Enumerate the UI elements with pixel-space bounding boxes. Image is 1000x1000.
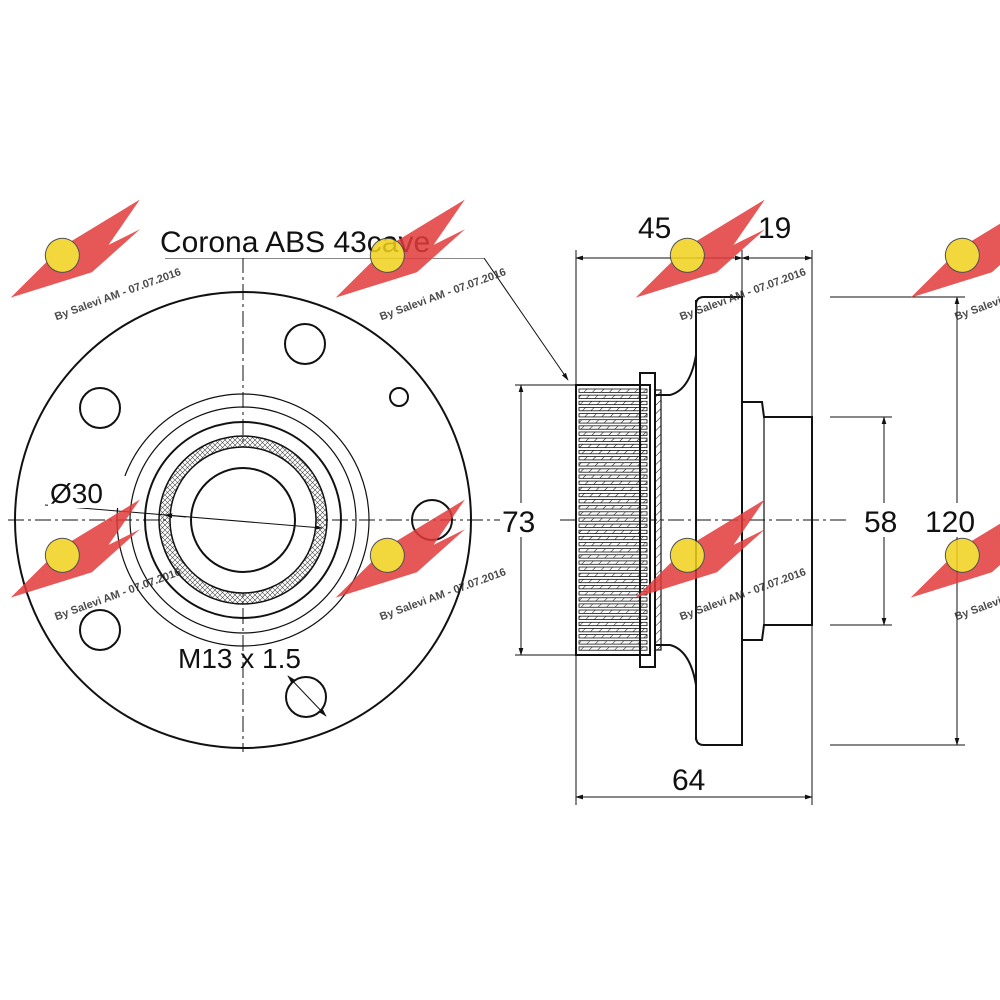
watermark-logo: By Salevi AM - 07.07.2016 (10, 199, 183, 323)
abs-tooth (578, 480, 648, 485)
watermark-badge (944, 237, 980, 273)
abs-tooth (578, 640, 648, 645)
abs-tooth (578, 474, 648, 479)
abs-tooth (578, 394, 648, 399)
abs-tooth (578, 591, 648, 596)
abs-tooth (578, 407, 648, 412)
watermark-badge (944, 537, 980, 573)
bore-circle (190, 467, 296, 573)
total-length-label: 64 (672, 764, 705, 797)
hub-neck-bottom (655, 644, 697, 740)
watermark-badge (44, 537, 80, 573)
abs-tooth (578, 462, 648, 467)
side-view (165, 250, 965, 805)
abs-teeth (578, 388, 648, 651)
abs-tooth (578, 468, 648, 473)
watermark-badge (369, 237, 405, 273)
bolt-hole (285, 676, 327, 718)
abs-tooth (578, 499, 648, 504)
abs-tooth (578, 443, 648, 449)
watermark-layer: By Salevi AM - 07.07.2016 By Salevi AM - … (10, 199, 1000, 623)
abs-tooth (578, 621, 648, 627)
abs-tooth (578, 437, 648, 442)
hub-step-circle (129, 406, 357, 634)
watermark-badge (669, 237, 705, 273)
watermark-badge (669, 537, 705, 573)
abs-tooth (578, 566, 648, 571)
bolt-hole (79, 387, 121, 429)
abs-tooth (578, 554, 648, 559)
thread-label: M13 x 1.5 (178, 643, 301, 674)
thread-dim-line (287, 675, 327, 717)
abs-tooth (578, 585, 648, 590)
pilot-diameter-label: 58 (864, 506, 897, 539)
abs-tooth (578, 486, 648, 492)
pilot-spigot (742, 401, 813, 641)
watermark-logo: By Salevi AM - 07.07.2016 (335, 499, 508, 623)
flange-outline (14, 291, 472, 749)
abs-tooth (578, 548, 648, 553)
abs-tooth (578, 511, 648, 516)
watermark-badge (44, 237, 80, 273)
abs-tooth (578, 646, 648, 651)
ring-shoulder (639, 372, 656, 668)
watermark-logo: By Salevi AM - 07.07.2016 (335, 199, 508, 323)
bore-diameter-label: Ø30 (50, 478, 103, 509)
abs-tooth (578, 628, 648, 633)
abs-tooth (578, 523, 648, 528)
abs-tooth (578, 413, 648, 418)
abs-tooth (578, 615, 648, 620)
bolt-hole (79, 609, 121, 651)
abs-tooth (578, 572, 648, 577)
bore-dim-arrow (164, 513, 187, 519)
abs-tooth (578, 597, 648, 602)
flange-side (695, 296, 743, 746)
abs-tooth (578, 603, 648, 608)
ring-diameter-label: 73 (502, 506, 535, 539)
abs-tooth (578, 634, 648, 639)
abs-tooth (578, 492, 648, 498)
bearing-outer-circle (144, 421, 342, 619)
abs-tooth (578, 529, 648, 534)
abs-tooth (578, 535, 648, 541)
front-view (8, 230, 505, 752)
abs-tooth (578, 578, 648, 584)
abs-tooth (578, 609, 648, 614)
abs-tooth (578, 456, 648, 461)
pilot-length-label: 19 (758, 212, 791, 245)
abs-tooth (578, 517, 648, 522)
abs-tooth (578, 542, 648, 547)
hub-length-label: 45 (638, 212, 671, 245)
abs-tooth (578, 419, 648, 424)
abs-tooth (578, 449, 648, 455)
abs-tooth (578, 425, 648, 430)
watermark-logo: By Salevi AM - 07.07.2016 (910, 199, 1000, 323)
bolt-hole (284, 323, 326, 365)
flange-diameter-label: 120 (925, 506, 975, 539)
locating-pin-hole (389, 387, 409, 407)
abs-tooth (578, 560, 648, 565)
abs-tooth (578, 431, 648, 436)
watermark-badge (369, 537, 405, 573)
abs-tooth (578, 400, 648, 406)
abs-tooth (578, 505, 648, 510)
seal-section (654, 389, 662, 651)
abs-tooth (578, 388, 648, 393)
